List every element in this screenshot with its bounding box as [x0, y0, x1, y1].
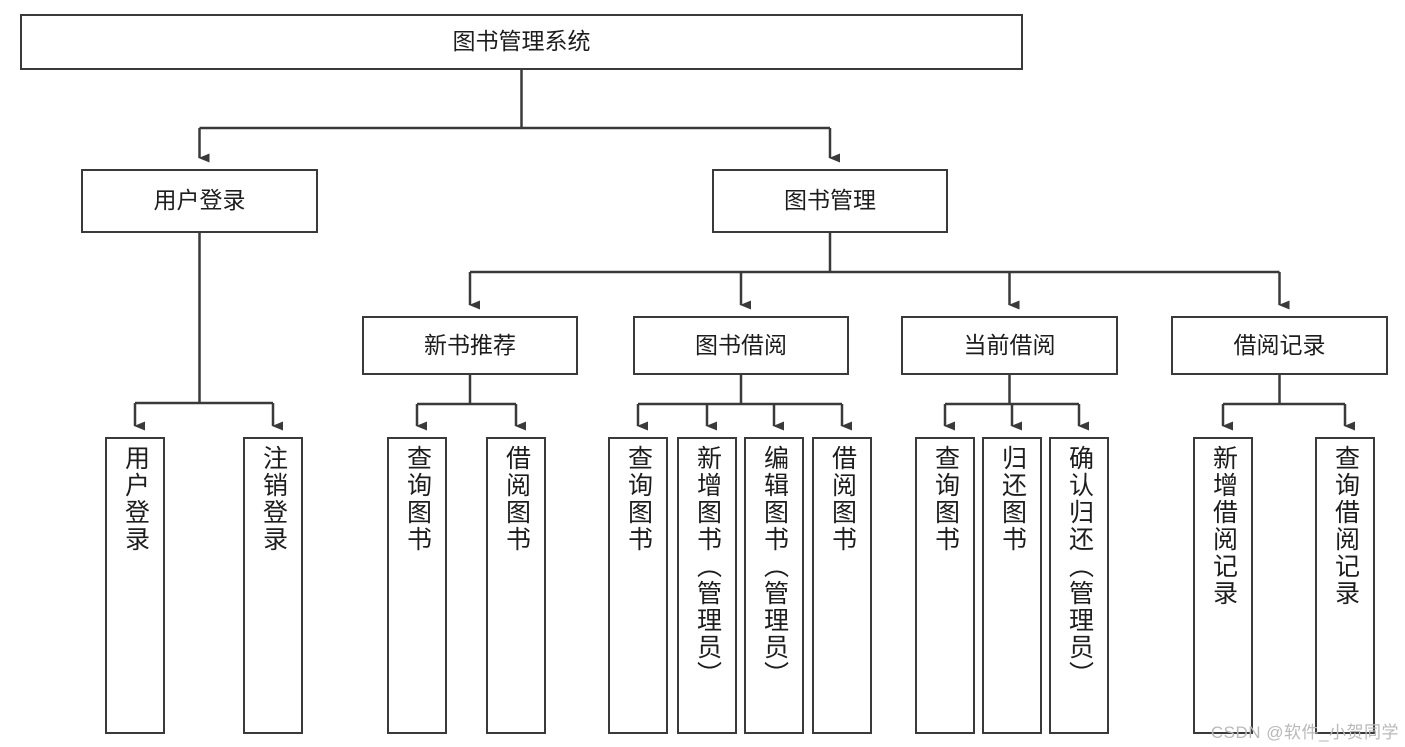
node-leaf-bb-add[interactable]: 新增图书（管理员）	[677, 437, 737, 734]
node-leaf-rec-add[interactable]: 新增借阅记录	[1193, 437, 1253, 734]
node-label: 新书推荐	[424, 331, 516, 358]
node-label: 注销登录	[259, 445, 288, 553]
node-label: 借阅图书	[502, 445, 531, 553]
edge-paths	[133, 70, 1355, 431]
node-leaf-cur-confirm[interactable]: 确认归还（管理员）	[1049, 437, 1109, 734]
node-label: 用户登录	[153, 187, 246, 214]
node-label: 用户登录	[121, 445, 150, 553]
node-l3-borrow[interactable]: 图书借阅	[633, 316, 849, 375]
node-leaf-nb-borrow[interactable]: 借阅图书	[486, 437, 546, 734]
node-label: 借阅图书	[828, 445, 857, 553]
node-label: 图书管理	[784, 187, 876, 214]
node-l3-record[interactable]: 借阅记录	[1171, 316, 1388, 375]
node-leaf-cur-query[interactable]: 查询图书	[915, 437, 975, 734]
node-label: 新增图书（管理员）	[693, 445, 722, 688]
node-l3-current[interactable]: 当前借阅	[901, 316, 1118, 375]
node-label: 确认归还（管理员）	[1065, 445, 1094, 688]
node-label: 当前借阅	[963, 331, 1056, 358]
node-leaf-bb-query[interactable]: 查询图书	[608, 437, 668, 734]
node-leaf-logout[interactable]: 注销登录	[243, 437, 303, 734]
node-leaf-cur-return[interactable]: 归还图书	[982, 437, 1042, 734]
node-label: 查询图书	[403, 445, 432, 553]
node-leaf-rec-query[interactable]: 查询借阅记录	[1315, 437, 1375, 734]
node-label: 图书借阅	[695, 331, 787, 358]
node-label: 编辑图书（管理员）	[760, 445, 789, 688]
node-leaf-bb-borrow[interactable]: 借阅图书	[812, 437, 872, 734]
node-label: 查询图书	[624, 445, 653, 553]
node-label: 归还图书	[998, 445, 1027, 553]
node-l3-new-book[interactable]: 新书推荐	[362, 316, 578, 375]
node-leaf-user-login[interactable]: 用户登录	[105, 437, 165, 734]
node-label: 查询图书	[931, 445, 960, 553]
node-root[interactable]: 图书管理系统	[20, 14, 1023, 70]
node-label: 借阅记录	[1233, 331, 1326, 358]
node-label: 新增借阅记录	[1209, 445, 1238, 607]
node-l2-user-login[interactable]: 用户登录	[81, 169, 318, 233]
node-label: 查询借阅记录	[1331, 445, 1360, 607]
node-label: 图书管理系统	[452, 28, 591, 55]
node-l2-book-manage[interactable]: 图书管理	[712, 169, 948, 233]
watermark-text: CSDN @软件_小贺同学	[1210, 723, 1399, 742]
node-leaf-nb-query[interactable]: 查询图书	[387, 437, 447, 734]
node-leaf-bb-edit[interactable]: 编辑图书（管理员）	[744, 437, 804, 734]
